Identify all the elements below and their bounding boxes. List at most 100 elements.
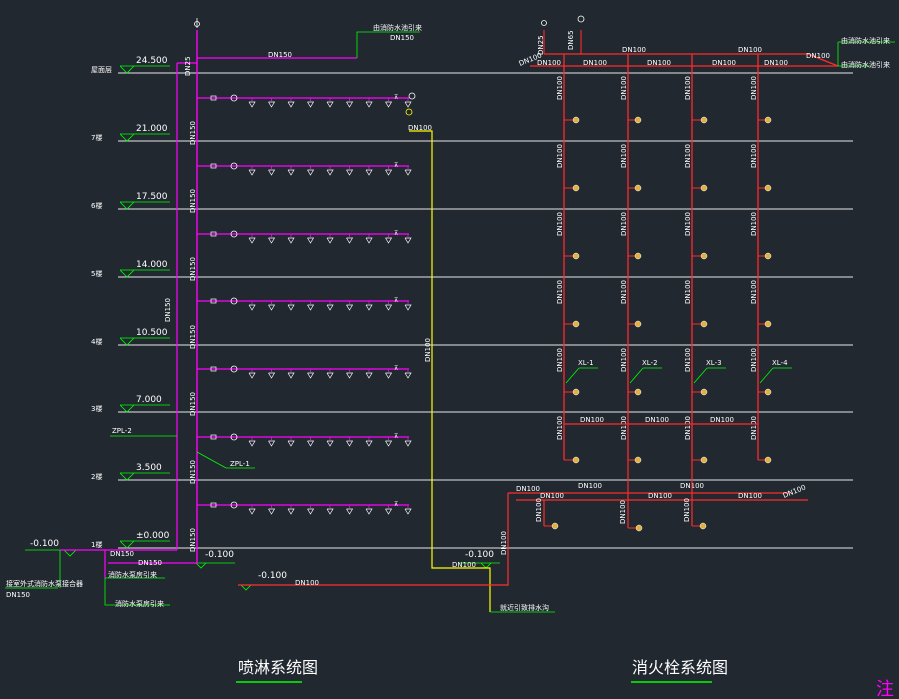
sprinkler-head-icon [346, 372, 354, 379]
sprinkler-head-icon [385, 372, 393, 379]
sprinkler-head-icon [287, 237, 295, 244]
hydrant-riser-size: DN100 [556, 348, 564, 372]
sprinkler-head-icon [326, 508, 334, 515]
zpl2-label: ZPL-2 [112, 427, 132, 435]
drain-note: 就近引致排水沟 [500, 603, 549, 612]
fire-hydrant-icon [634, 184, 642, 192]
flow-switch-icon [230, 501, 238, 509]
floor-name: 4楼 [91, 337, 102, 346]
floor-name: 2楼 [91, 472, 102, 481]
elev-drain-marker [480, 562, 492, 569]
sprinkler-head-icon [365, 372, 373, 379]
tank-size: DN150 [390, 34, 414, 42]
sprinkler-head-icon [365, 440, 373, 447]
sprinkler-head-icon [268, 372, 276, 379]
elev-base-marker [195, 562, 207, 569]
sprinkler-head-icon [346, 101, 354, 108]
sprinkler-head-icon [326, 440, 334, 447]
elevation-value: 24.500 [136, 56, 168, 66]
hydrant-static-labels: 由消防水池引来 由消防水池引来 DN100 DN25 DN65 DN100 DN… [518, 30, 890, 499]
sprinkler-head-icon [365, 508, 373, 515]
hydrant-riser-size: DN100 [750, 212, 758, 236]
fire-hydrant-icon [572, 116, 580, 124]
riser-size-label: DN150 [189, 325, 197, 349]
sprinkler-head-icon [326, 101, 334, 108]
sprinkler-branch: ⊼ [197, 433, 412, 447]
flow-switch-icon [230, 433, 238, 441]
end-valve-icon: ⊼ [394, 297, 398, 304]
sprinkler-head-icon [268, 237, 276, 244]
hydrant-pipe-size: DN100 [645, 416, 669, 424]
pump-leader [104, 578, 170, 606]
hydrant-riser-size: DN100 [684, 212, 692, 236]
sprinkler-head-icon [268, 304, 276, 311]
tank-leader [356, 31, 420, 58]
sprinkler-head-icon [248, 304, 256, 311]
hydrant-pipe-size: DN100 [537, 59, 561, 67]
fire-hydrant-icon [700, 320, 708, 328]
end-valve-icon: ⊼ [394, 501, 398, 508]
sprinkler-head-icon [268, 169, 276, 176]
sprinkler-head-icon [268, 101, 276, 108]
elevation-value: ±0.000 [136, 531, 170, 541]
fire-hydrant-icon [572, 456, 580, 464]
elev-outside-label: -0.100 [30, 539, 59, 549]
elevation-value: 21.000 [136, 124, 168, 134]
hydrant-riser-size: DN100 [535, 498, 543, 522]
hydrant-riser-size: DN100 [620, 280, 628, 304]
hydrant-riser-size: DN100 [556, 416, 564, 440]
hydrant-bottom-diag: DN100 [782, 483, 807, 499]
hydrant-tank-note: 由消防水池引来 [841, 36, 890, 45]
elev-drain-label: -0.100 [465, 550, 494, 560]
sprinkler-head-icon [326, 304, 334, 311]
flow-switch-icon [230, 162, 238, 170]
elev-base-marker-2 [240, 584, 252, 591]
sprinkler-head-icon [346, 304, 354, 311]
fire-hydrant-icon [700, 456, 708, 464]
sprinkler-riser-main-label: DN150 [164, 298, 172, 322]
yellow-top-label: DN100 [408, 124, 432, 132]
sprinkler-branch: ⊼ [197, 365, 412, 379]
fire-hydrant-icon [700, 252, 708, 260]
sprinkler-head-icon [287, 508, 295, 515]
hydrant-riser-size: DN100 [556, 144, 564, 168]
corner-note: 注 [876, 679, 894, 699]
elevation-value: 3.500 [136, 463, 162, 473]
sprinkler-head-icon [404, 101, 412, 108]
sprinkler-head-icon [307, 372, 315, 379]
hydrant-riser-size: DN100 [556, 212, 564, 236]
sprinkler-head-icon [326, 237, 334, 244]
end-valve-icon: ⊼ [394, 433, 398, 440]
hydrant-riser-size: DN100 [750, 280, 758, 304]
hydrant-pipe-size: DN100 [583, 59, 607, 67]
riser-size-label: DN150 [189, 460, 197, 484]
hydrant-pipe-size: DN100 [738, 492, 762, 500]
sprinkler-head-icon [307, 237, 315, 244]
hydrant-pipe-size: DN100 [516, 485, 540, 493]
sprinkler-head-icon [287, 372, 295, 379]
sprinkler-head-icon [365, 304, 373, 311]
hydrant-riser-size: DN100 [750, 144, 758, 168]
fire-hydrant-icon [572, 388, 580, 396]
fire-hydrant-icon [634, 320, 642, 328]
sprinkler-head-icon [307, 440, 315, 447]
hydrant-feed-pipe [238, 493, 509, 586]
flow-switch-icon [230, 94, 238, 102]
sprinkler-head-icon [307, 508, 315, 515]
elev-outside-marker [63, 549, 77, 557]
end-valve-icon: ⊼ [394, 230, 398, 237]
sprinkler-branches: ⊼⊼⊼⊼⊼⊼⊼ [197, 94, 412, 515]
hydrant-pipe-size: DN100 [710, 416, 734, 424]
hydrant-riser-size: DN100 [750, 416, 758, 440]
sprinkler-head-icon [248, 508, 256, 515]
elev-base-label: -0.100 [205, 550, 234, 560]
hydrant-riser-size: DN100 [684, 416, 692, 440]
sprinkler-head-icon [365, 169, 373, 176]
elevation-markers: 24.500屋面层21.0007楼17.5006楼14.0005楼10.5004… [25, 56, 500, 591]
hydrant-riser-size: DN100 [684, 348, 692, 372]
hydrant-riser-size: DN100 [556, 280, 564, 304]
sprinkler-title: 喷淋系统图 [238, 658, 318, 677]
